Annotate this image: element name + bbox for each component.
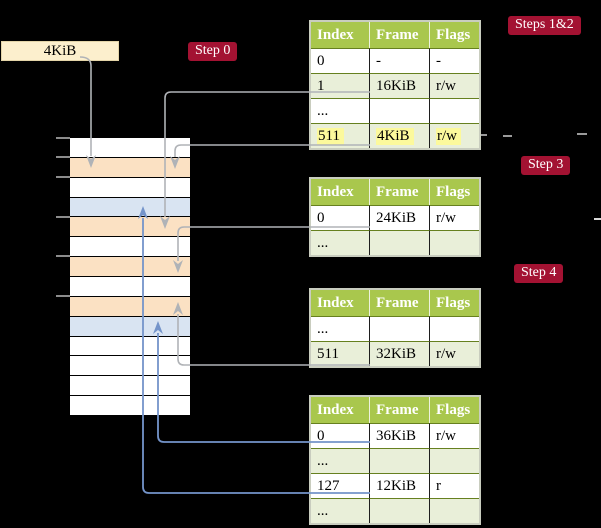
cell-index: 1 <box>311 73 369 98</box>
page-table-step-4: Index Frame Flags ... 511 32KiB r/w <box>309 288 481 368</box>
memory-frame-7-white <box>70 276 190 296</box>
table-row: 0 - - <box>311 48 479 73</box>
memory-frame-0-white <box>70 138 190 157</box>
cell-frame: 32KiB <box>369 341 429 366</box>
table-row: 0 36KiB r/w <box>311 423 479 448</box>
memory-frame-2-white <box>70 176 190 197</box>
cell-frame <box>369 448 429 473</box>
memory-frame-8-peach <box>70 295 190 316</box>
cell-index: 0 <box>311 423 369 448</box>
cell-flags <box>429 98 479 123</box>
memory-frame-4-peach <box>70 216 190 237</box>
table-row: 0 24KiB r/w <box>311 205 479 230</box>
memory-frame-12-white <box>70 375 190 396</box>
address-tick <box>56 255 70 257</box>
table-header-row: Index Frame Flags <box>311 397 479 423</box>
cell-index: 511 <box>311 123 369 148</box>
cell-flags: - <box>429 48 479 73</box>
memory-frame-11-white <box>70 355 190 376</box>
cell-index: ... <box>311 316 369 341</box>
cell-flags <box>429 316 479 341</box>
cell-flags <box>429 498 479 523</box>
column-header-frame: Frame <box>369 22 429 48</box>
frame-size-label: 4KiB <box>43 43 77 59</box>
table-row: ... <box>311 448 479 473</box>
cell-frame <box>369 230 429 255</box>
table-header-row: Index Frame Flags <box>311 22 479 48</box>
physical-memory-column <box>70 138 190 416</box>
highlight: 511 <box>317 127 344 145</box>
cell-frame: 12KiB <box>369 473 429 498</box>
cell-frame: 36KiB <box>369 423 429 448</box>
cell-flags <box>429 230 479 255</box>
table-row: ... <box>311 98 479 123</box>
column-header-index: Index <box>311 397 369 423</box>
memory-frame-5-white <box>70 236 190 257</box>
cell-frame: 16KiB <box>369 73 429 98</box>
cell-frame <box>369 98 429 123</box>
cell-index: 511 <box>311 341 369 366</box>
cell-frame <box>369 498 429 523</box>
column-header-index: Index <box>311 179 369 205</box>
page-table-final-level: Index Frame Flags 0 36KiB r/w ... 127 12… <box>309 395 481 525</box>
column-header-flags: Flags <box>429 179 479 205</box>
cell-flags: r/w <box>429 205 479 230</box>
cell-flags: r/w <box>429 423 479 448</box>
table-row: ... <box>311 498 479 523</box>
step-4-label: Step 4 <box>514 264 564 283</box>
cell-flags: r/w <box>429 341 479 366</box>
table-row: ... <box>311 316 479 341</box>
table-header-row: Index Frame Flags <box>311 290 479 316</box>
memory-frame-3-blue <box>70 196 190 217</box>
cell-index: ... <box>311 498 369 523</box>
column-header-flags: Flags <box>429 290 479 316</box>
cell-flags <box>429 448 479 473</box>
cell-frame: 24KiB <box>369 205 429 230</box>
table-row: 127 12KiB r <box>311 473 479 498</box>
cell-index: 127 <box>311 473 369 498</box>
memory-frame-1-peach <box>70 156 190 177</box>
cell-frame: - <box>369 48 429 73</box>
cell-index: ... <box>311 230 369 255</box>
memory-frame-6-peach <box>70 256 190 277</box>
column-header-flags: Flags <box>429 397 479 423</box>
table-row-highlighted: 511 4KiB r/w <box>311 123 479 148</box>
cell-flags: r <box>429 473 479 498</box>
address-tick <box>56 295 70 297</box>
cell-frame <box>369 316 429 341</box>
memory-frame-9-blue <box>70 315 190 336</box>
cell-flags: r/w <box>429 73 479 98</box>
address-tick <box>56 216 70 218</box>
table-row: 511 32KiB r/w <box>311 341 479 366</box>
cell-index: 0 <box>311 48 369 73</box>
highlight: r/w <box>436 127 461 145</box>
cell-index: 0 <box>311 205 369 230</box>
cell-index: ... <box>311 98 369 123</box>
page-table-step-3: Index Frame Flags 0 24KiB r/w ... <box>309 177 481 257</box>
dashed-pointer-fragment <box>481 133 587 137</box>
cell-frame: 4KiB <box>369 123 429 148</box>
memory-frame-10-white <box>70 335 190 356</box>
frame-size-legend-box: 4KiB <box>1 41 119 61</box>
cell-flags: r/w <box>429 123 479 148</box>
cell-index: ... <box>311 448 369 473</box>
page-table-steps-1-2: Index Frame Flags 0 - - 1 16KiB r/w ... … <box>309 20 481 150</box>
column-header-frame: Frame <box>369 179 429 205</box>
table-header-row: Index Frame Flags <box>311 179 479 205</box>
memory-frame-13-white <box>70 395 190 416</box>
highlight: 4KiB <box>376 127 414 145</box>
steps-1-and-2-label: Steps 1&2 <box>508 16 581 35</box>
step-3-label: Step 3 <box>521 156 571 175</box>
column-header-frame: Frame <box>369 397 429 423</box>
column-header-flags: Flags <box>429 22 479 48</box>
column-header-index: Index <box>311 290 369 316</box>
step-0-label: Step 0 <box>188 42 238 61</box>
address-tick <box>56 137 70 139</box>
column-header-index: Index <box>311 22 369 48</box>
address-tick <box>56 176 70 178</box>
table-row: ... <box>311 230 479 255</box>
column-header-frame: Frame <box>369 290 429 316</box>
address-tick <box>56 156 70 158</box>
table-row: 1 16KiB r/w <box>311 73 479 98</box>
